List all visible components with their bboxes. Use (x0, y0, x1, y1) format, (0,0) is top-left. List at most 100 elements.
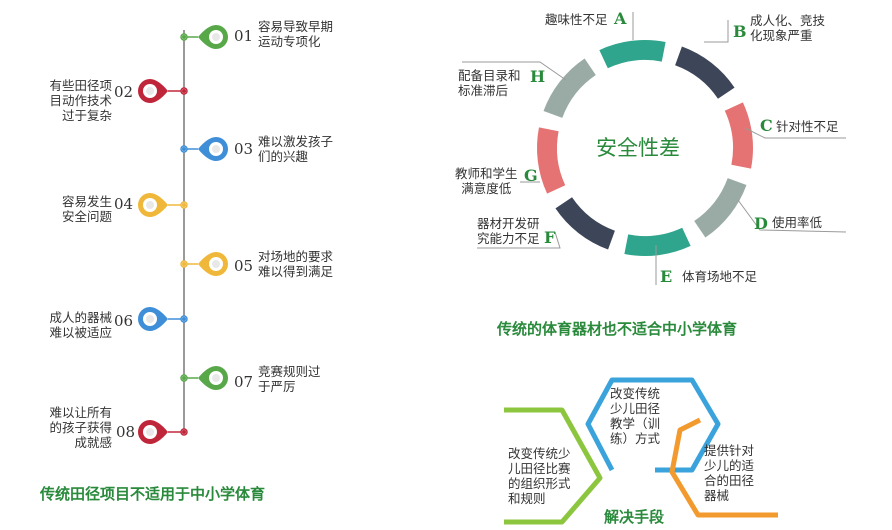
timeline-dot-inner (182, 376, 186, 380)
timeline-text-line: 难以激发孩子 (258, 134, 334, 149)
solution-bracket-orange (669, 417, 778, 518)
ring-center-title: 安全性差 (596, 136, 680, 160)
timeline-pin (180, 25, 228, 49)
ring-label-text: 成人化、竞技 (750, 13, 826, 28)
solution-bracket-green (504, 407, 603, 525)
ring-leader-line (737, 199, 847, 233)
timeline-dot-inner (182, 203, 186, 207)
ring-label-text: 配备目录和 (458, 68, 521, 83)
timeline-text-line: 们的兴趣 (258, 149, 309, 164)
timeline-text-line: 成人的器械 (49, 310, 112, 325)
solutions-title: 解决手段 (604, 508, 665, 526)
timeline-number: 01 (234, 27, 254, 45)
timeline-number: 03 (234, 140, 254, 158)
solution-item-3: 提供针对 少儿的适 合的田径 器械 (704, 443, 754, 503)
ring-letter: D (754, 214, 768, 233)
ring-letter: G (524, 166, 538, 185)
timeline-pin-center (212, 374, 220, 382)
timeline-text-line: 难以让所有 (49, 405, 112, 420)
timeline-number: 07 (234, 373, 254, 391)
ring-label-text: 体育场地不足 (682, 269, 758, 284)
ring-letter: A (614, 9, 627, 28)
timeline-text-line: 容易导致早期 (258, 19, 334, 34)
timeline-dot-inner (182, 430, 186, 434)
timeline-text-line: 竞赛规则过 (258, 364, 321, 379)
ring-letter: E (660, 267, 673, 286)
solution-bracket-blue (585, 377, 721, 473)
solution-text-line: 合的田径 (704, 473, 755, 488)
solution-item-2: 改变传统 少儿田径 教学（训 练）方式 (610, 386, 660, 446)
ring-letter: B (733, 22, 747, 41)
solution-text-line: 改变传统 (610, 386, 661, 401)
solution-text-line: 改变传统少 (508, 446, 571, 461)
timeline-text-line: 容易发生 (61, 194, 112, 209)
ring-segment-f (555, 197, 615, 250)
timeline-text-line: 有些田径项 (49, 78, 112, 93)
ring-leader-line (462, 61, 567, 81)
ring-label-text: 器材开发研 (477, 216, 540, 231)
timeline-pin (180, 252, 228, 276)
timeline-caption: 传统田径项目不适用于中小学体育 (40, 485, 266, 503)
ring-segment-b (675, 46, 735, 99)
solution-text-line: 少儿的适 (704, 458, 755, 473)
timeline-pin-center (212, 33, 220, 41)
timeline-text-line: 于严厉 (258, 379, 296, 394)
timeline-pin (180, 366, 228, 390)
ring-label-text: 使用率低 (772, 215, 823, 230)
ring-label-text: 趣味性不足 (545, 12, 608, 27)
ring-caption: 传统的体育器材也不适合中小学体育 (497, 320, 738, 338)
timeline-text-line: 运动专项化 (258, 34, 321, 49)
ring-label-text: 教师和学生 (455, 166, 518, 181)
ring-segment-g (536, 127, 566, 194)
timeline-dot-inner (182, 262, 186, 266)
ring-chart (462, 12, 847, 285)
timeline-dot-inner (182, 317, 186, 321)
timeline-number: 04 (114, 195, 134, 213)
timeline-pin-center (212, 260, 220, 268)
timeline-number: 02 (114, 83, 134, 101)
timeline-number: 06 (114, 312, 134, 330)
solution-text-line: 儿田径比赛 (508, 461, 571, 476)
solution-text-line: 和规则 (508, 491, 546, 506)
timeline-dot-inner (182, 35, 186, 39)
timeline-text-line: 难以被适应 (49, 325, 112, 340)
timeline-pin-center (146, 315, 154, 323)
timeline-pin (138, 307, 188, 331)
solution-text-line: 提供针对 (704, 443, 755, 458)
timeline-text-line: 对场地的要求 (258, 249, 334, 264)
ring-letter: C (760, 116, 773, 135)
timeline-text-line: 目动作技术 (49, 93, 112, 108)
ring-segment-a (599, 40, 666, 69)
solution-item-1: 改变传统少 儿田径比赛 的组织形式 和规则 (508, 446, 571, 506)
timeline-dot-inner (182, 147, 186, 151)
timeline-text-line: 的孩子获得 (49, 420, 112, 435)
ring-label-text: 究能力不足 (477, 231, 540, 246)
timeline-text-line: 安全问题 (61, 209, 112, 224)
timeline-text-line: 成就感 (74, 435, 112, 450)
ring-segment-d (694, 178, 747, 238)
ring-leader-line (477, 231, 561, 249)
ring-label-text: 化现象严重 (750, 28, 813, 43)
ring-letter: H (530, 67, 546, 86)
timeline-number: 08 (116, 423, 136, 441)
timeline-pin (180, 137, 228, 161)
timeline-pin (138, 193, 188, 217)
timeline-dot-inner (182, 89, 186, 93)
ring-segment-c (724, 102, 754, 169)
timeline-pin (138, 79, 188, 103)
solution-text-line: 教学（训 (610, 416, 661, 431)
solution-text-line: 器械 (704, 488, 730, 503)
ring-leader-line (744, 127, 846, 139)
ring-label-text: 针对性不足 (776, 119, 839, 134)
timeline-pin-center (146, 428, 154, 436)
timeline-pin-center (212, 145, 220, 153)
timeline-text-line: 难以得到满足 (258, 264, 334, 279)
timeline-markers (138, 25, 228, 444)
solution-text-line: 练）方式 (610, 431, 661, 446)
ring-label-text: 满意度低 (461, 181, 512, 196)
ring-letter: F (544, 228, 556, 247)
ring-label-text: 标准滞后 (458, 83, 509, 98)
ring-leader-line (704, 20, 729, 43)
timeline-number: 05 (234, 257, 254, 275)
